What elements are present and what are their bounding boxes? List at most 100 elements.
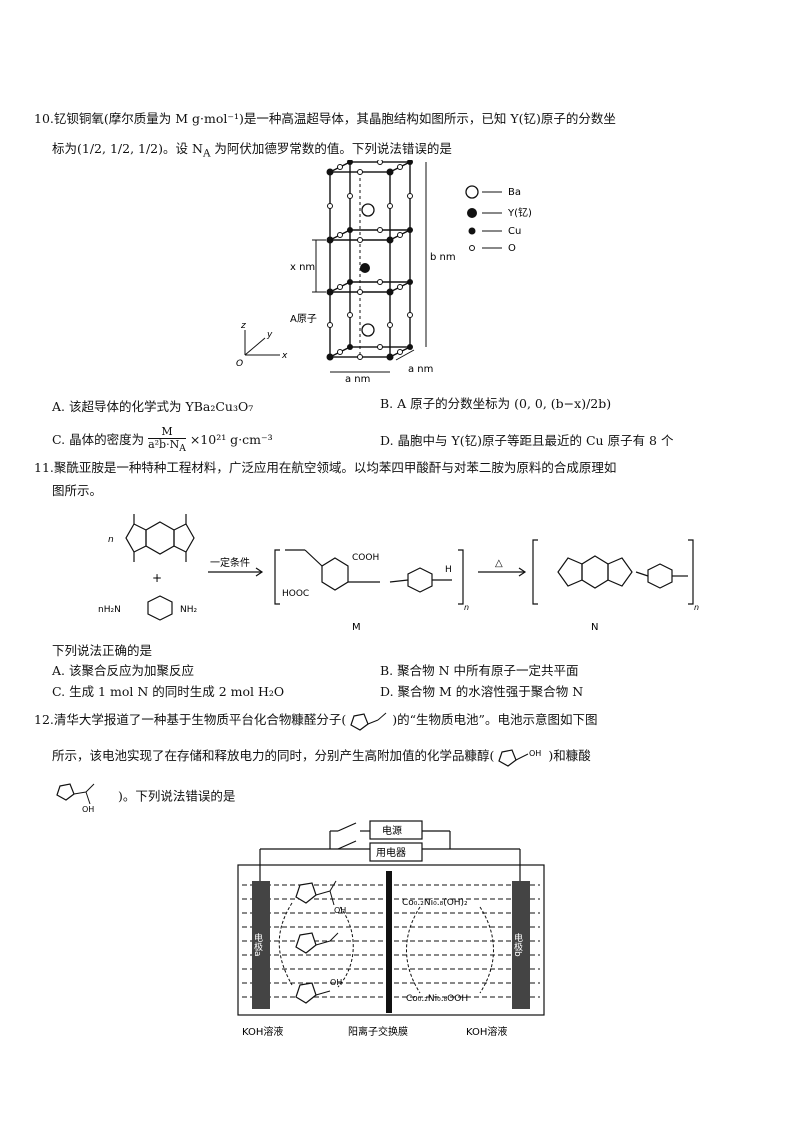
right-electrode-label: 电极b (512, 932, 523, 957)
q10-unit-cell-diagram: x nm b nm a nm a nm A原子 z y x O Ba Y(钇) … (236, 160, 532, 385)
y-atom (360, 263, 370, 273)
q10-number: 10. (34, 111, 54, 126)
q11-reaction-scheme: n + nH₂N NH₂ 一定条件 COOH HOOC H n M △ n N (98, 514, 699, 633)
q10-stem-prefix: 标为 (52, 141, 78, 156)
q11-prompt: 下列说法正确的是 (52, 643, 153, 658)
ba-atom (361, 323, 375, 337)
left-electrode (252, 881, 270, 1009)
left-koh-label: KOH溶液 (242, 1025, 283, 1038)
a-nm-bottom-label: a nm (345, 374, 370, 385)
q12-stem-line2: 所示，该电池实现了在存储和释放电力的同时，分别产生高附加值的化学品糠醇( OH )和… (52, 743, 792, 769)
m-nh-label: H (445, 565, 452, 575)
svg-text:OH: OH (529, 749, 541, 758)
q12-stem-text1b: )的“生物质电池”。电池示意图如下图 (392, 712, 598, 727)
legend-y: Y(钇) (507, 206, 532, 219)
ba-atom (361, 203, 375, 217)
q11-option-b: B. 聚合物 N 中所有原子一定共平面 (380, 663, 579, 678)
diamine-right-label: NH₂ (180, 605, 198, 615)
furoic-acid-oh: OH (82, 805, 94, 814)
density-den-sub: A (179, 443, 186, 455)
m-aromatic-ring (321, 557, 349, 591)
x-nm-label: x nm (290, 262, 315, 273)
atom-a-label: A原子 (290, 313, 317, 325)
q10-stem-end: 为阿伏加德罗常数的值。下列说法错误的是 (210, 141, 452, 156)
q11-stem-line2: 图所示。 (52, 483, 103, 498)
right-koh-label: KOH溶液 (466, 1025, 507, 1038)
q10-option-d: D. 晶胞中与 Y(钇)原子等距且最近的 Cu 原子有 8 个 (380, 433, 674, 448)
m-hooc-label: HOOC (282, 589, 309, 599)
q12-stem-text2b: )和糠酸 (548, 748, 591, 763)
q10-option-b-coord: (0, 0, (b−x)/2b) (514, 396, 612, 411)
right-electrode (512, 881, 530, 1009)
diamine-left-label: nH₂N (98, 605, 121, 615)
q12-stem-line3: OH )。下列说法错误的是 (52, 780, 235, 814)
legend-o: O (508, 243, 516, 254)
dianhydride-n: n (108, 535, 114, 545)
q10-option-b: B. A 原子的分数坐标为 (0, 0, (b−x)/2b) (380, 393, 611, 412)
furfuryl-alcohol-structure: OH (498, 749, 542, 767)
q11-option-c: C. 生成 1 mol N 的同时生成 2 mol H₂O (52, 684, 285, 699)
q10-option-b-prefix: B. A 原子的分数坐标为 (380, 396, 511, 411)
legend-cu: Cu (508, 226, 521, 237)
b-nm-label: b nm (430, 252, 456, 263)
q11-option-d: D. 聚合物 M 的水溶性强于聚合物 N (380, 684, 584, 699)
q12-stem-text2a: 所示，该电池实现了在存储和释放电力的同时，分别产生高附加值的化学品糠醇( (52, 748, 495, 763)
battery-tank (237, 864, 545, 1016)
q10-option-c-suffix: ×10²¹ g·cm⁻³ (189, 432, 273, 448)
q12-number: 12. (34, 712, 54, 727)
q12-stem-text1a: 清华大学报道了一种基于生物质平台化合物糠醛分子( (53, 712, 347, 727)
axis-x-label: x (281, 351, 288, 361)
n-phenyl-ring (647, 563, 673, 589)
furoic-acid-structure: OH (56, 783, 95, 814)
left-electrode-label: 电极a (252, 932, 263, 957)
cobalt-nickel-hydroxide: Co₀.₂Ni₀.₈(OH)₂ (402, 898, 468, 908)
q12-battery-diagram: 电源 用电器 电极a 电极b OH OH Co₀.₂Ni₀.₈(OH)₂ Co₀… (237, 820, 545, 1038)
membrane-label: 阳离子交换膜 (348, 1025, 408, 1038)
n-aromatic-ring (581, 555, 609, 589)
m-subscript-n: n (464, 603, 469, 612)
power-source-label: 电源 (382, 824, 402, 837)
q10-stem-line1: 10.钇钡铜氧(摩尔质量为 M g·mol⁻¹)是一种高温超导体，其晶胞结构如图… (34, 106, 774, 132)
furfural-structure (350, 712, 387, 731)
q11-stem-line1: 11.聚酰亚胺是一种特种工程材料，广泛应用在航空领域。以均苯四甲酸酐与对苯二胺为… (34, 455, 774, 481)
axis-z-label: z (240, 321, 246, 331)
furfural-in-cell (295, 932, 317, 954)
q10-na-sub: A (202, 147, 211, 160)
q11-stem-text1: 聚酰亚胺是一种特种工程材料，广泛应用在航空领域。以均苯四甲酸酐与对苯二胺为原料的… (53, 460, 617, 475)
cell-alcohol-oh: OH (330, 978, 342, 987)
power-source-box (369, 820, 423, 840)
q10-y-coordinate: (1/2, 1/2, 1/2) (77, 141, 164, 156)
a-nm-side-label: a nm (408, 364, 433, 375)
appliance-box (369, 842, 423, 862)
n-subscript-n: n (694, 603, 699, 612)
cell-back-face (349, 161, 411, 348)
q10-legend: Ba Y(钇) Cu O (465, 185, 532, 254)
furfuryl-alcohol-in-cell (295, 982, 317, 1004)
density-numerator: M (148, 426, 186, 439)
q10-option-c-prefix: C. 晶体的密度为 (52, 432, 145, 448)
q11-option-a: A. 该聚合反应为加聚反应 (52, 663, 194, 678)
cell-furoic-oh: OH (334, 906, 346, 915)
q12-stem-text3: )。下列说法错误的是 (118, 788, 236, 804)
appliance-label: 用电器 (376, 846, 406, 859)
reaction-condition: 一定条件 (210, 556, 250, 569)
q10-stem-suffix: 。设 N (163, 141, 203, 156)
legend-ba: Ba (508, 187, 521, 198)
furoic-acid-in-cell (295, 882, 317, 904)
polymer-m-label: M (352, 622, 361, 633)
q10-stem-line2: 标为(1/2, 1/2, 1/2)。设 NA 为阿伏加德罗常数的值。下列说法错误… (52, 136, 772, 167)
origin-label: O (236, 359, 243, 369)
m-cooh-label: COOH (352, 553, 379, 563)
q12-stem-line1: 12.清华大学报道了一种基于生物质平台化合物糠醛分子( )的“生物质电池”。电池示… (34, 707, 794, 733)
polymer-n-label: N (591, 622, 598, 633)
diamine-ring (147, 595, 173, 621)
density-denominator: a²b·N (148, 438, 180, 451)
q10-option-a: A. 该超导体的化学式为 YBa₂Cu₃O₇ (52, 399, 254, 414)
heat-symbol: △ (495, 558, 503, 569)
plus-sign: + (152, 571, 162, 585)
axis-y-label: y (266, 330, 273, 340)
dianhydride-ring (145, 521, 175, 555)
q10-stem-text1: 钇钡铜氧(摩尔质量为 M g·mol⁻¹)是一种高温超导体，其晶胞结构如图所示，… (53, 111, 616, 126)
